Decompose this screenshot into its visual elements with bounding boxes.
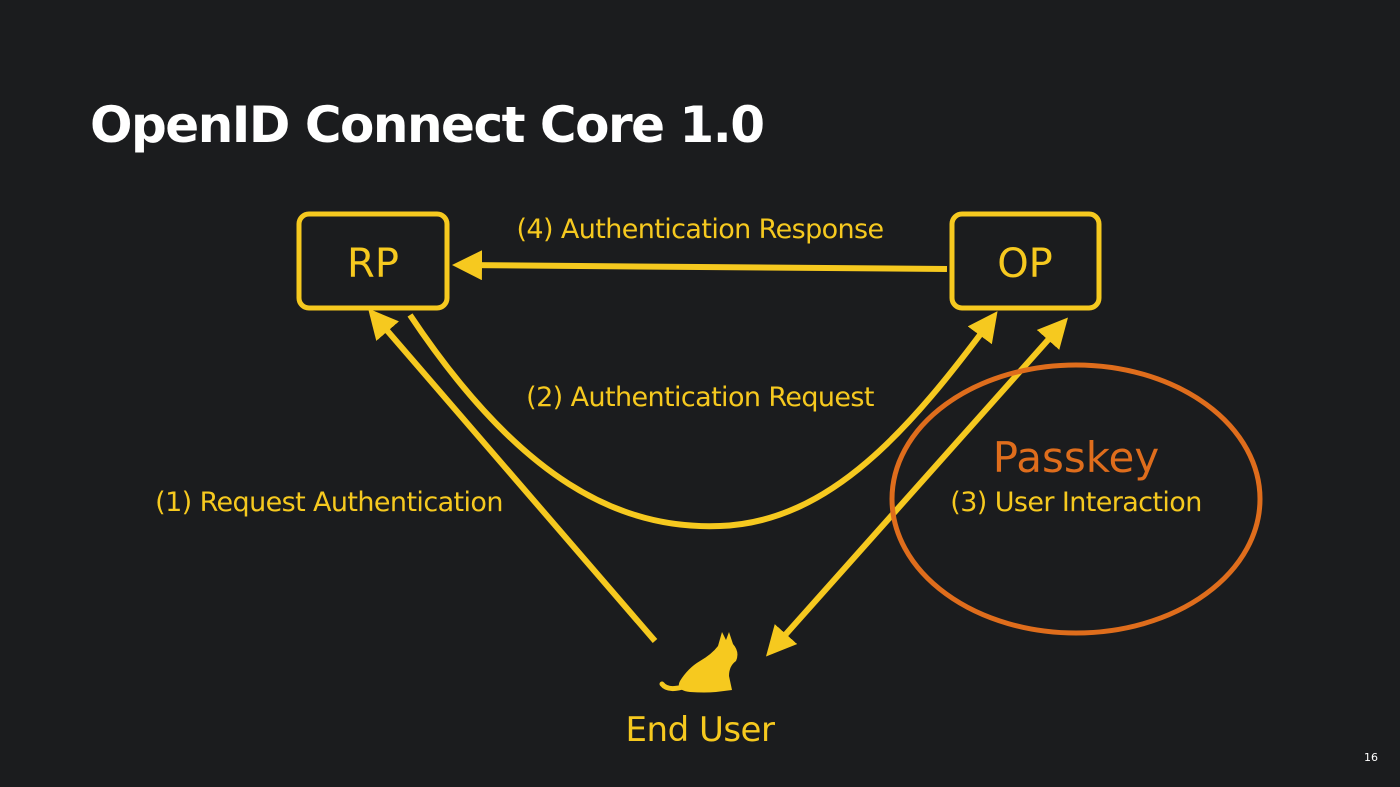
- op-label: OP: [997, 241, 1053, 287]
- user-interaction-label: (3) User Interaction: [950, 487, 1201, 518]
- authentication-response-label: (4) Authentication Response: [516, 214, 883, 245]
- rp-box: [296, 211, 450, 311]
- end-user-label: End User: [626, 710, 775, 750]
- passkey-ellipse: [889, 362, 1263, 636]
- slide-title: OpenID Connect Core 1.0: [90, 96, 765, 154]
- cat-icon: [659, 632, 738, 693]
- op-box: [949, 211, 1102, 311]
- end-user-node: End User: [626, 632, 775, 750]
- page-number: 16: [1364, 751, 1378, 764]
- passkey-label: Passkey: [993, 433, 1159, 482]
- op-node: OP: [949, 211, 1102, 311]
- authentication-request-label: (2) Authentication Request: [526, 382, 874, 413]
- authentication-response-arrow: [452, 250, 948, 281]
- passkey-highlight: Passkey: [889, 362, 1263, 636]
- rp-label: RP: [347, 241, 399, 287]
- request-authentication-arrow: [368, 308, 658, 643]
- rp-node: RP: [296, 211, 450, 311]
- request-authentication-label: (1) Request Authentication: [155, 487, 503, 518]
- user-interaction-arrow: [766, 317, 1068, 657]
